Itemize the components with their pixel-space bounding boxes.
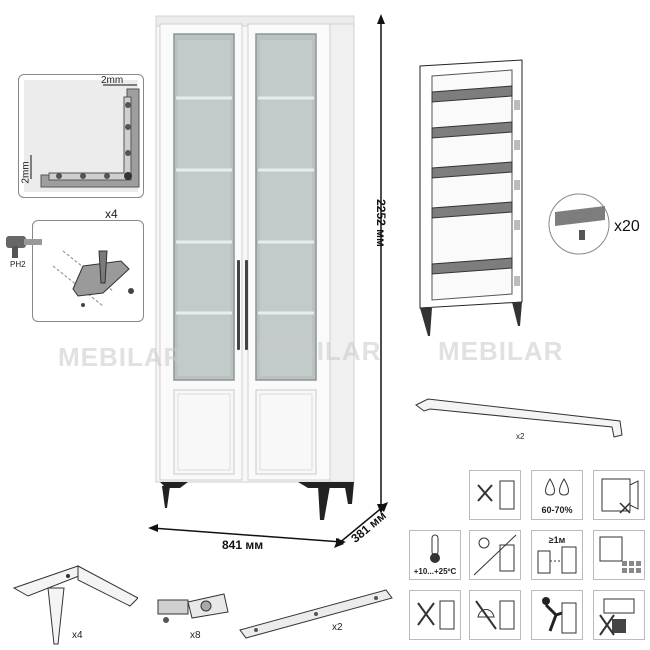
tile-distance-heater: ≥1м xyxy=(531,530,583,580)
tile-no-chemicals xyxy=(409,590,461,640)
tool-ph2-label: PH2 xyxy=(10,260,26,269)
height-label: 2252 мм xyxy=(374,199,388,247)
spray-icon xyxy=(417,600,455,630)
watermark-right: MEBILAR xyxy=(438,336,564,366)
corner-gap-side-label: 2mm xyxy=(20,161,32,184)
width-label: 841 мм xyxy=(222,538,264,552)
depth-dimension-line xyxy=(334,502,388,548)
tile-temperature: +10...+25ºC xyxy=(409,530,461,580)
distance-label: ≥1м xyxy=(548,535,566,545)
strap-part-drawing xyxy=(239,589,393,639)
heater-icon xyxy=(537,546,577,574)
shelf-support-count: x20 xyxy=(614,218,640,235)
tile-no-abrasive xyxy=(469,590,521,640)
hinge-part-count: x8 xyxy=(190,630,201,641)
open-door-icon xyxy=(601,478,639,514)
tile-humidity: 60-70% xyxy=(531,470,583,520)
humidity-label: 60-70% xyxy=(541,505,573,515)
tile-no-direct-sun xyxy=(469,530,521,580)
watermark-center: MEBILAR xyxy=(256,336,382,366)
wet-cloth-icon xyxy=(477,480,515,510)
tile-no-pushing xyxy=(531,590,583,640)
leg-assembly-drawing xyxy=(52,250,134,307)
watermark-left: MEBILAR xyxy=(58,342,184,372)
tile-no-overload xyxy=(593,590,645,640)
weight-icon xyxy=(599,598,635,636)
leg-part-drawing xyxy=(12,565,138,645)
leg-count-label: x4 xyxy=(105,207,118,221)
sun-icon xyxy=(473,534,517,576)
thermometer-icon xyxy=(430,534,440,563)
sponge-icon xyxy=(475,600,515,630)
screwdriver-icon xyxy=(6,236,42,258)
corner-bracket-detail: 2mm 2mm xyxy=(18,74,144,198)
strap-part-count: x2 xyxy=(332,622,343,633)
cabinet-drawing xyxy=(155,15,355,520)
hinge-part-drawing xyxy=(157,593,229,623)
handle-count-label: x2 xyxy=(516,432,525,441)
corner-bracket-drawing xyxy=(24,80,140,192)
leg-assembly-detail: x4 xyxy=(32,207,144,322)
tile-assembly-grid xyxy=(593,530,645,580)
grid-cabinet-icon xyxy=(599,536,641,573)
handle-drawing xyxy=(415,398,623,438)
shelf-support-zoom xyxy=(548,193,610,255)
leg-part-count: x4 xyxy=(72,630,83,641)
water-drops-icon xyxy=(545,478,569,496)
corner-gap-top-label: 2mm xyxy=(101,75,124,86)
temperature-label: +10...+25ºC xyxy=(413,567,457,576)
open-shelf-drawing xyxy=(419,59,523,336)
person-push-icon xyxy=(542,597,577,634)
tile-no-sunlight-doors xyxy=(593,470,645,520)
tile-no-wet-cleaning xyxy=(469,470,521,520)
